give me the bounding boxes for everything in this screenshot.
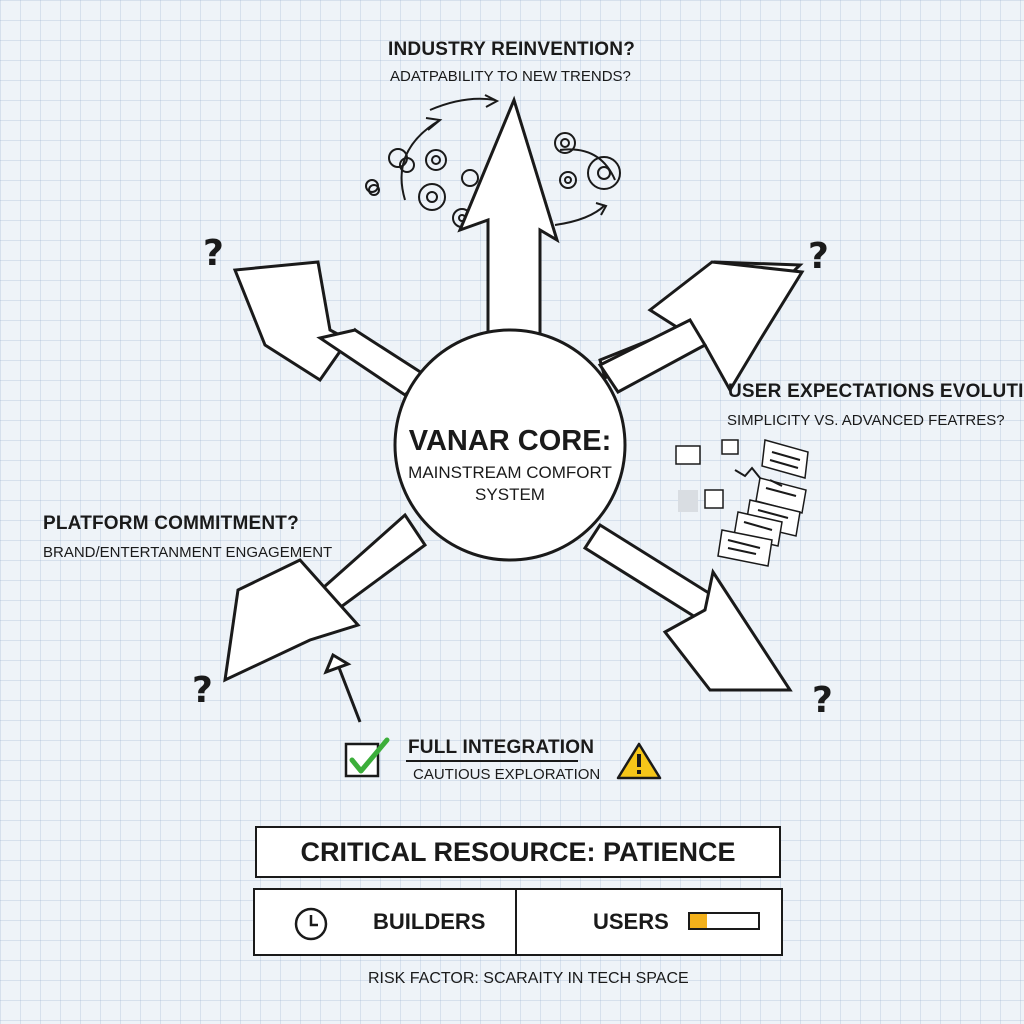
builders-label: BUILDERS xyxy=(373,909,486,934)
core-title: VANAR CORE: xyxy=(408,425,612,457)
cautious-exploration-label: CAUTIOUS EXPLORATION xyxy=(413,766,601,783)
core-subtitle: MAINSTREAM COMFORT SYSTEM xyxy=(408,463,612,504)
clock-icon xyxy=(294,907,328,941)
upper-left-arrow-shaft xyxy=(316,328,428,397)
left-branch-title: PLATFORM COMMITMENT? xyxy=(43,513,299,534)
top-branch-subtitle: ADATPABILITY TO NEW TRENDS? xyxy=(390,68,631,85)
legend-underline xyxy=(406,760,578,762)
core-circle xyxy=(393,328,627,562)
risk-factor-text: RISK FACTOR: SCARAITY IN TECH SPACE xyxy=(368,970,689,987)
progress-bar-fill xyxy=(690,914,707,928)
cycle-arrows-icon xyxy=(400,94,616,226)
upper-right-arrow-head xyxy=(647,260,805,393)
lower-right-arrow-shaft xyxy=(582,522,714,623)
full-integration-label: FULL INTEGRATION xyxy=(408,737,595,758)
pointer-arrow xyxy=(323,652,362,723)
resource-split-box: BUILDERS USERS xyxy=(253,888,783,956)
question-mark-upper-left: ? xyxy=(203,233,224,274)
lower-left-arrow-head xyxy=(223,558,361,683)
warning-icon xyxy=(616,742,662,780)
checkbox-icon xyxy=(344,737,390,778)
upper-right-arrow-shaft xyxy=(597,318,708,394)
lower-right-arrow-head xyxy=(662,568,793,692)
critical-resource-title: CRITICAL RESOURCE: PATIENCE xyxy=(300,837,736,867)
question-mark-lower-left: ? xyxy=(192,670,213,711)
critical-resource-box: CRITICAL RESOURCE: PATIENCE xyxy=(255,826,781,878)
ui-panels-icon xyxy=(675,439,809,567)
users-cell: USERS xyxy=(517,890,781,954)
top-arrow xyxy=(457,95,560,337)
right-branch-title: USER EXPECTATIONS EVOLUTION? xyxy=(728,381,1024,402)
left-branch-subtitle: BRAND/ENTERTANMENT ENGAGEMENT xyxy=(43,544,333,561)
top-branch-title: INDUSTRY REINVENTION? xyxy=(388,39,635,60)
right-branch-subtitle: SIMPLICITY VS. ADVANCED FEATRES? xyxy=(727,412,1005,429)
question-mark-upper-right: ? xyxy=(808,236,829,277)
users-label: USERS xyxy=(593,909,669,934)
builders-cell: BUILDERS xyxy=(255,890,517,954)
question-mark-lower-right: ? xyxy=(812,680,833,721)
progress-bar xyxy=(688,912,760,930)
